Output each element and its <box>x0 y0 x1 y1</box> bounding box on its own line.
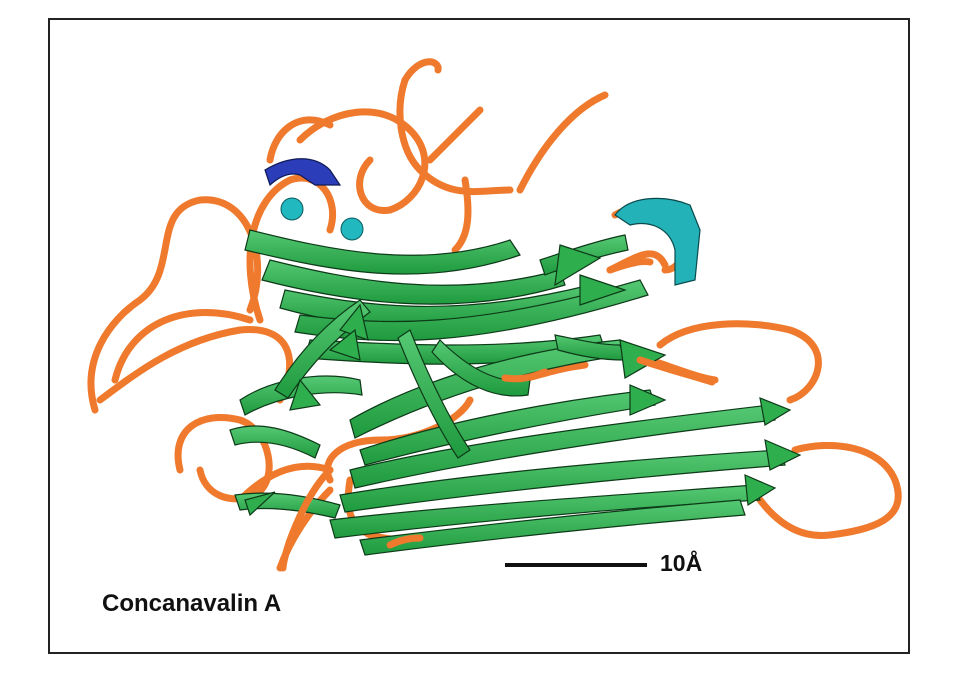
scale-bar-label: 10Å <box>660 550 703 576</box>
figure-title: Concanavalin A <box>102 590 282 617</box>
loop-coils-front <box>279 258 716 572</box>
metal-ion-1 <box>280 197 304 221</box>
helix-segment <box>614 197 701 286</box>
beta-sheet <box>229 229 786 556</box>
figure-frame <box>48 18 910 654</box>
blue-strand-segment <box>264 158 342 187</box>
strand-arrowheads <box>244 244 802 517</box>
metal-ion-2 <box>340 217 364 241</box>
